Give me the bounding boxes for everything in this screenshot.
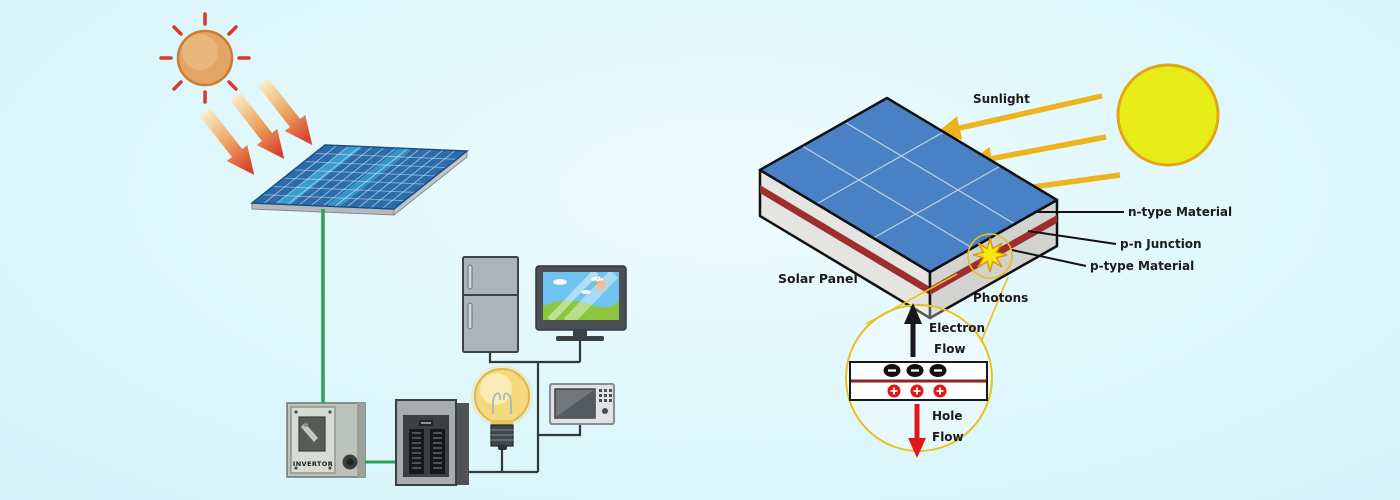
inverter-lever [301, 423, 318, 442]
panel-outline [249, 144, 470, 210]
wire-network [468, 341, 582, 474]
monitor-screen [543, 272, 619, 320]
photon-circle [967, 233, 1013, 279]
sunlight-label: Sunlight [973, 92, 1030, 106]
photon-burst-icon [972, 237, 1008, 273]
breaker-side [456, 403, 469, 485]
fridge-handle-top [467, 264, 473, 290]
hole-flow-label-2: Flow [932, 430, 964, 444]
microwave-keypad [599, 389, 612, 402]
sunray-arrow-1 [936, 93, 1103, 140]
panel-top-outline [758, 96, 1059, 274]
refrigerator [462, 256, 519, 353]
leader-p-type [1011, 249, 1087, 267]
inverter-screws [294, 410, 332, 470]
solar-panel [252, 145, 467, 215]
bulb-filament [492, 392, 512, 414]
electron-dots [883, 364, 947, 377]
breaker-column-right [430, 429, 445, 474]
p-type-label: p-type Material [1090, 259, 1194, 273]
magnifier-view: Electron Flow Hole Flow [845, 303, 993, 458]
sunbeam-arrow-2 [229, 91, 285, 160]
panel-top-face [760, 98, 1057, 272]
layer-leader-lines [1011, 211, 1124, 267]
breaker-panel [395, 399, 469, 486]
microwave [549, 383, 615, 425]
panel-surface [252, 145, 467, 209]
monitor-neck [573, 330, 587, 336]
light-bulb [471, 365, 533, 450]
electron-flow-label-2: Flow [934, 342, 966, 356]
inverter: INVERTOR [286, 402, 366, 478]
bulb-tip [498, 445, 507, 450]
microwave-door-shade [555, 389, 595, 418]
breaker-switch-marks [412, 432, 442, 469]
hole-flow-label-1: Hole [932, 409, 963, 423]
sun-icon-right [1116, 63, 1220, 167]
sunray-arrow-2 [968, 134, 1107, 171]
n-type-label: n-type Material [1128, 205, 1232, 219]
breaker-column-left [409, 429, 424, 474]
pn-junction-label: p-n Junction [1120, 237, 1202, 251]
sunbeam-arrows [199, 77, 313, 176]
monitor [535, 265, 627, 341]
photons-label: Photons [973, 291, 1028, 305]
callout-line-right [980, 276, 1009, 343]
leader-pn-junction [1027, 230, 1117, 245]
screen-hill [543, 300, 619, 320]
sun-icon [159, 12, 251, 104]
microwave-dial [602, 408, 608, 414]
inverter-side-shade [357, 403, 365, 477]
pn-junction-stripe-left [760, 185, 930, 295]
solar-panel-3d [758, 96, 1059, 320]
inverter-label: INVERTOR [293, 460, 333, 468]
screen-sun [596, 280, 606, 290]
sun-rays [159, 12, 251, 104]
electron-flow-label-1: Electron [929, 321, 985, 335]
sunbeam-arrow-1 [199, 107, 255, 176]
solar-panel-label: Solar Panel [778, 271, 858, 286]
hole-dots [887, 384, 947, 398]
sunbeam-arrow-3 [257, 77, 313, 146]
fridge-handle-bottom [467, 302, 473, 330]
monitor-base [556, 336, 604, 341]
